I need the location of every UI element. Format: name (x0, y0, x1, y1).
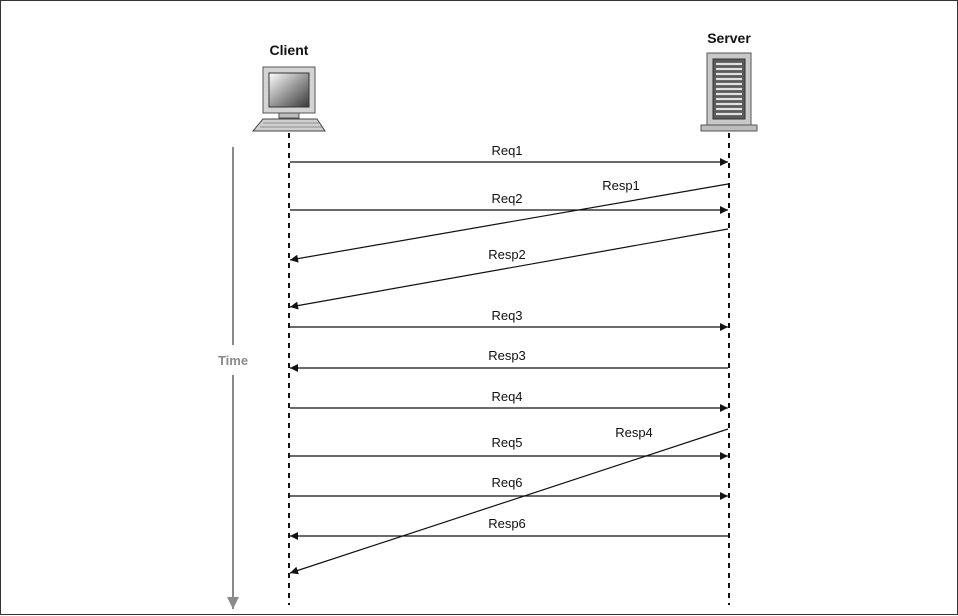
message-label-req5: Req5 (491, 435, 522, 450)
message-arrow-resp4 (289, 428, 729, 575)
message-label-resp1: Resp1 (602, 178, 640, 193)
message-arrow-resp2 (289, 228, 729, 310)
message-label-req4: Req4 (491, 389, 522, 404)
message-arrow-resp1 (289, 183, 729, 263)
message-label-req1: Req1 (491, 143, 522, 158)
client-computer-icon (251, 66, 326, 132)
message-label-resp6: Resp6 (488, 516, 526, 531)
message-label-resp4: Resp4 (615, 425, 653, 440)
message-label-resp2: Resp2 (488, 247, 526, 262)
client-label: Client (270, 42, 309, 58)
message-label-req3: Req3 (491, 308, 522, 323)
message-label-resp3: Resp3 (488, 348, 526, 363)
message-label-req2: Req2 (491, 191, 522, 206)
server-label: Server (707, 30, 751, 46)
message-label-req6: Req6 (491, 475, 522, 490)
time-label: Time (218, 353, 248, 368)
server-tower-icon (700, 52, 758, 132)
